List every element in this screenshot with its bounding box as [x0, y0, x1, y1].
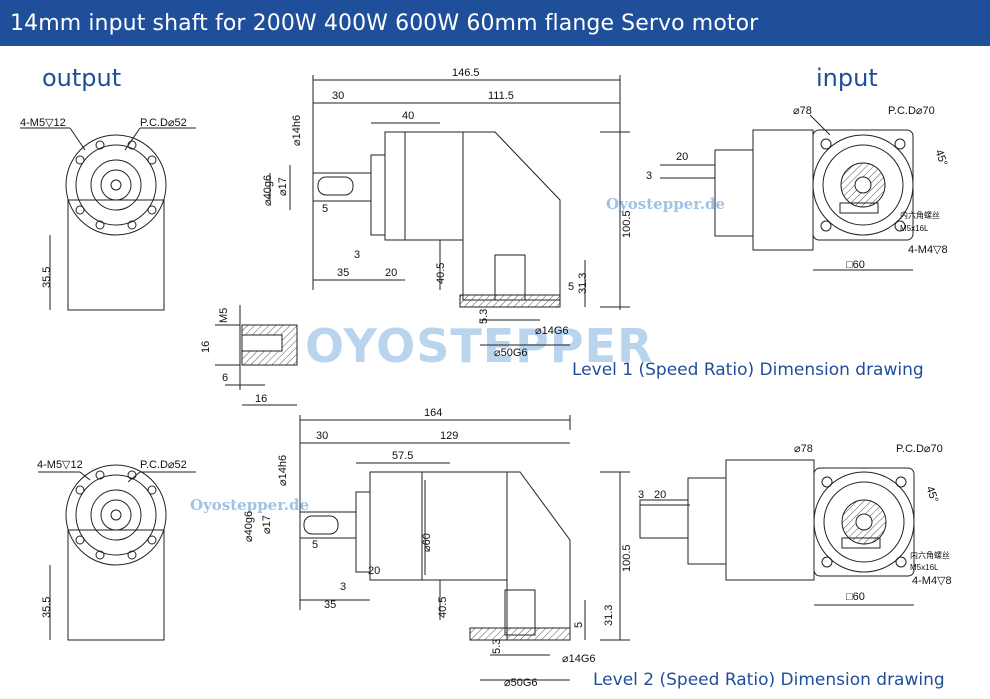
l2-screw: M5x16L: [910, 563, 939, 572]
l1-screw: M5x16L: [900, 224, 929, 233]
l1-pilot-dia: ⌀40g6: [262, 175, 274, 206]
l1-overall: 146.5: [452, 67, 480, 79]
l2-d5: 5: [573, 622, 585, 628]
l2-shaft-dia: ⌀14h6: [277, 455, 289, 486]
l1-gap3: 3: [354, 249, 360, 261]
detail-labels: M5 16 6 16: [200, 308, 267, 405]
l2-in-shaft: ⌀14G6: [562, 653, 596, 665]
l1-side-view: [269, 75, 630, 346]
l2-out-pcd: P.C.D⌀52: [140, 459, 187, 471]
detail-m5: M5: [218, 308, 230, 323]
l2-input-view: [639, 459, 915, 606]
l2-in-holes: 4-M4▽8: [912, 575, 952, 587]
l1-screw-cn: 内六角螺丝: [900, 210, 940, 220]
l1-body-len: 111.5: [488, 90, 514, 102]
l1-in-d3: 3: [646, 170, 652, 182]
l2-in-d20: 20: [654, 489, 666, 501]
detail-6: 6: [222, 372, 228, 384]
l2-body-len: 129: [440, 430, 458, 442]
l1-d40-5: 40.5: [435, 263, 447, 284]
l1-output-view: [20, 127, 196, 311]
level1-caption: Level 1 (Speed Ratio) Dimension drawing: [572, 360, 924, 380]
l2-d31-3: 31.3: [603, 605, 615, 626]
detail-16v: 16: [200, 341, 212, 353]
l2-screw-cn: 内六角螺丝: [910, 550, 950, 560]
l1-in-pilot: ⌀50G6: [494, 347, 528, 359]
page-title-bar: 14mm input shaft for 200W 400W 600W 60mm…: [0, 0, 990, 46]
l1-out-pcd: P.C.D⌀52: [140, 117, 187, 129]
l2-side-view: [299, 415, 630, 681]
l2-dimension-labels: 4-M5▽12 P.C.D⌀52 35.5 164 30 129 57.5 ⌀1…: [37, 407, 952, 689]
l2-out-height: 35.5: [41, 597, 53, 618]
l1-h100-5: 100.5: [621, 210, 633, 238]
input-label: input: [816, 64, 878, 92]
l1-d31-3: 31.3: [577, 273, 589, 294]
l2-d35: 35: [324, 599, 336, 611]
l1-in-holes: 4-M4▽8: [908, 244, 948, 256]
dimension-drawing: Oyostepper.de Oyostepper.de OYOSTEPPER: [20, 67, 952, 689]
l1-flange-len: 40: [402, 110, 414, 122]
l1-out-holes: 4-M5▽12: [20, 117, 66, 129]
l1-input-view: [660, 114, 914, 271]
l2-d60: ⌀60: [421, 533, 433, 552]
watermark-small-2: Oyostepper.de: [190, 496, 309, 514]
l2-in-d3: 3: [638, 489, 644, 501]
l2-in-sq: □60: [846, 591, 865, 603]
l2-in-pilot: ⌀50G6: [504, 677, 538, 689]
l2-d5-3: 5.3: [491, 639, 503, 654]
l1-in-shaft: ⌀14G6: [535, 325, 569, 337]
l1-in-d78: ⌀78: [793, 105, 812, 117]
l1-key-width: 5: [322, 203, 328, 215]
l1-shaft-dia: ⌀14h6: [291, 115, 303, 146]
l1-dimension-labels: 4-M5▽12 P.C.D⌀52 35.5 146.5 30 111.5 40 …: [20, 67, 949, 359]
l1-d20: 20: [385, 267, 397, 279]
detail-16h: 16: [255, 393, 267, 405]
l1-in-pcd: P.C.D⌀70: [888, 105, 935, 117]
l1-in-angle: 45°: [932, 148, 949, 168]
l2-flange-len: 57.5: [392, 450, 413, 462]
l2-in-pcd: P.C.D⌀70: [896, 443, 943, 455]
l2-pilot-dia: ⌀40g6: [243, 511, 255, 542]
l2-key-width: 5: [312, 539, 318, 551]
l2-gap3: 3: [340, 581, 346, 593]
l1-shaft-len: 30: [332, 90, 344, 102]
l2-key-dia: ⌀17: [261, 515, 273, 534]
page-title: 14mm input shaft for 200W 400W 600W 60mm…: [10, 10, 759, 36]
l1-key-dia: ⌀17: [277, 177, 289, 196]
l1-d5-3: 5.3: [478, 309, 490, 324]
l1-in-d20: 20: [676, 151, 688, 163]
l2-out-holes: 4-M5▽12: [37, 459, 83, 471]
l1-d5: 5: [568, 281, 574, 293]
l2-d40-5: 40.5: [437, 597, 449, 618]
l1-out-height: 35.5: [41, 267, 53, 288]
output-label: output: [42, 64, 122, 92]
l2-output-view: [38, 464, 196, 641]
l1-d35: 35: [337, 267, 349, 279]
l2-in-angle: 45°: [923, 485, 940, 505]
l2-h100-5: 100.5: [621, 544, 633, 572]
l2-shaft-len: 30: [316, 430, 328, 442]
l2-d20: 20: [368, 565, 380, 577]
level2-caption: Level 2 (Speed Ratio) Dimension drawing: [593, 670, 945, 690]
watermark-small-1: Oyostepper.de: [606, 195, 725, 213]
l1-in-sq: □60: [846, 259, 865, 271]
l2-in-d78: ⌀78: [794, 443, 813, 455]
l2-overall: 164: [424, 407, 442, 419]
key-detail-view: [215, 305, 298, 406]
watermark-large: OYOSTEPPER: [305, 319, 653, 373]
